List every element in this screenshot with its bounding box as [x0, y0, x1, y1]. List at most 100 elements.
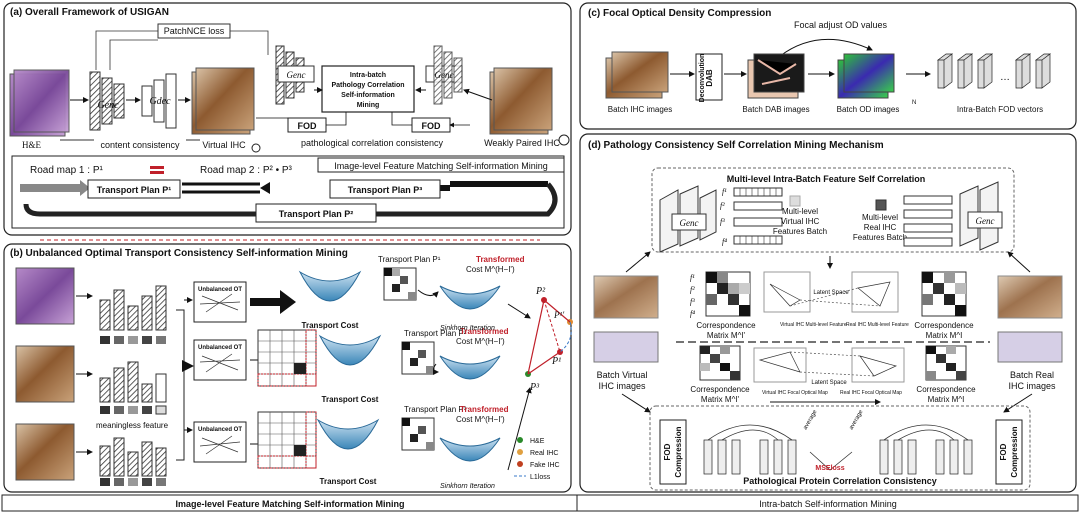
b-bars-1	[99, 285, 167, 344]
ot-box-2	[193, 339, 247, 381]
location-pin-icon-2	[251, 143, 261, 153]
patchnce-label: PatchNCE loss	[164, 26, 225, 36]
weakly-paired-label: Weakly Paired IHC	[484, 138, 560, 148]
corr-top-right-2: Matrix M^I	[926, 331, 963, 340]
ot-label-2: Unbalanced OT	[198, 345, 242, 351]
panel-a-title: (a) Overall Framework of USIGAN	[10, 7, 169, 18]
corr-top-left-2: Matrix M^I'	[707, 331, 746, 340]
d-arrow-virtual-up	[625, 251, 651, 273]
sinkhorn-arrow-1	[417, 289, 439, 298]
average-right: average	[849, 409, 865, 431]
d-arrow-real-down	[1003, 393, 1033, 413]
panel-d: (d) Pathology Consistency Self Correlati…	[579, 133, 1077, 493]
encoder-real-label: Genc	[435, 70, 454, 80]
real-feature-strips	[903, 195, 953, 247]
road-arrow-1	[20, 180, 90, 196]
d-virtual-image-2	[593, 331, 659, 363]
p1-prime-label: P¹'	[553, 310, 565, 320]
corr-bottom-left-2: Matrix M^I'	[701, 395, 740, 404]
plan-2-label: Transport Plan P²	[279, 209, 354, 219]
plan-matrix-2	[401, 341, 435, 375]
intra-batch-line2: Pathology Correlation	[331, 82, 404, 89]
encoder-box-virtual	[277, 65, 315, 83]
latent-top-label: Latent Space	[813, 290, 849, 296]
virtual-ihc-label: Virtual IHC	[202, 140, 246, 150]
cost-m-3: Cost M^(H−I')	[456, 415, 505, 424]
content-consistency-label: content consistency	[100, 140, 180, 150]
od-front	[843, 53, 895, 93]
batch-dab-label: Batch DAB images	[742, 105, 809, 114]
virtual-feat-1: Multi-level	[782, 207, 818, 216]
virtual-encoder-box	[671, 213, 707, 231]
p1-label: P¹	[551, 356, 561, 367]
b-he-image	[15, 267, 75, 325]
decoder-label: Gdec	[149, 96, 171, 107]
footer: Image-level Feature Matching Self-inform…	[1, 494, 1079, 512]
cost-grid-2	[257, 329, 317, 387]
svg-text:…: …	[1000, 72, 1010, 83]
encoder-label: Genc	[97, 100, 119, 111]
decoder-stack	[141, 73, 177, 129]
fod-vectors-label: Intra-Batch FOD vectors	[957, 105, 1043, 114]
virtual-feat-3: Features Batch	[773, 227, 827, 236]
f2-top: f²	[720, 201, 725, 210]
plan-p3-label: Transport Plan P³	[404, 405, 467, 414]
legend-real-ihc: Real IHC	[530, 450, 558, 457]
fod-comp-left-2: Compression	[674, 426, 683, 477]
f-row-label-4: f⁴	[690, 309, 695, 318]
plan-1-box	[87, 179, 181, 199]
b-bars-3	[99, 437, 167, 486]
panel-d-title: (d) Pathology Consistency Self Correlati…	[588, 140, 884, 151]
real-encoder	[959, 181, 999, 251]
real-feature-swatch	[875, 199, 887, 211]
plan-p2-label: Transport Plan P²	[404, 329, 467, 338]
matrix-virtual-top	[705, 271, 751, 317]
transformed-1: Transformed	[476, 255, 525, 264]
d-virtual-image-1	[593, 275, 659, 319]
f-row-label-1: f¹	[690, 273, 695, 282]
panel-a-frame	[3, 2, 572, 236]
multi-level-title: Multi-level Intra-Batch Feature Self Cor…	[727, 174, 926, 184]
real-encoder-box	[967, 211, 1003, 229]
fod-vectors-right	[879, 424, 973, 475]
bottom-frame	[649, 405, 1031, 491]
b-bracket	[176, 309, 185, 461]
intra-batch-line1: Intra-batch	[350, 72, 386, 79]
transformed-surface-1	[439, 285, 501, 310]
sinkhorn-1: Sinkhorn Iteration	[440, 325, 495, 332]
virtual-encoder-label: Genc	[680, 218, 699, 228]
f4-top: f⁴	[722, 237, 727, 246]
fod-compression-right	[995, 419, 1023, 485]
meaningless-label: meaningless feature	[96, 421, 169, 430]
footer-frame	[1, 494, 1079, 512]
ot-box-1	[193, 281, 247, 323]
cost-grid-3	[257, 411, 317, 469]
road-arrow-3-shaft	[440, 181, 548, 191]
fod-comp-right-1: FOD	[999, 443, 1008, 460]
p2-label: P²	[535, 286, 546, 297]
cost-surface-1	[298, 270, 362, 302]
focal-adjust-label: Focal adjust OD values	[794, 20, 888, 30]
footer-right: Intra-batch Self-information Mining	[759, 499, 897, 509]
he-image-front	[13, 69, 70, 133]
latent-bottom-label: Latent Space	[811, 380, 847, 386]
b-fake-ihc-image	[15, 423, 75, 481]
intra-batch-box	[321, 65, 415, 113]
virtual-ihc-image-front	[195, 67, 255, 131]
transport-cost-1: Transport Cost	[302, 321, 359, 330]
cost-surface-2	[318, 334, 382, 366]
virtual-feature-swatch	[789, 195, 801, 207]
transformed-3: Transformed	[460, 405, 509, 414]
road-arrowhead-3	[260, 182, 270, 194]
fod-vectors-left	[703, 424, 797, 475]
plan-1-label: Transport Plan P¹	[97, 185, 172, 195]
dab-box	[695, 53, 723, 101]
patchnce-connector-2	[109, 39, 158, 70]
real-feat-3: Features Batch	[853, 233, 907, 242]
deconv-label: Deconvolution	[699, 54, 706, 103]
footer-left: Image-level Feature Matching Self-inform…	[175, 499, 404, 509]
legend-feature-virtual: Virtual IHC Multi-level Feature	[780, 322, 847, 328]
dab-label: DAB	[705, 69, 714, 87]
fod-right-label: FOD	[422, 121, 441, 131]
